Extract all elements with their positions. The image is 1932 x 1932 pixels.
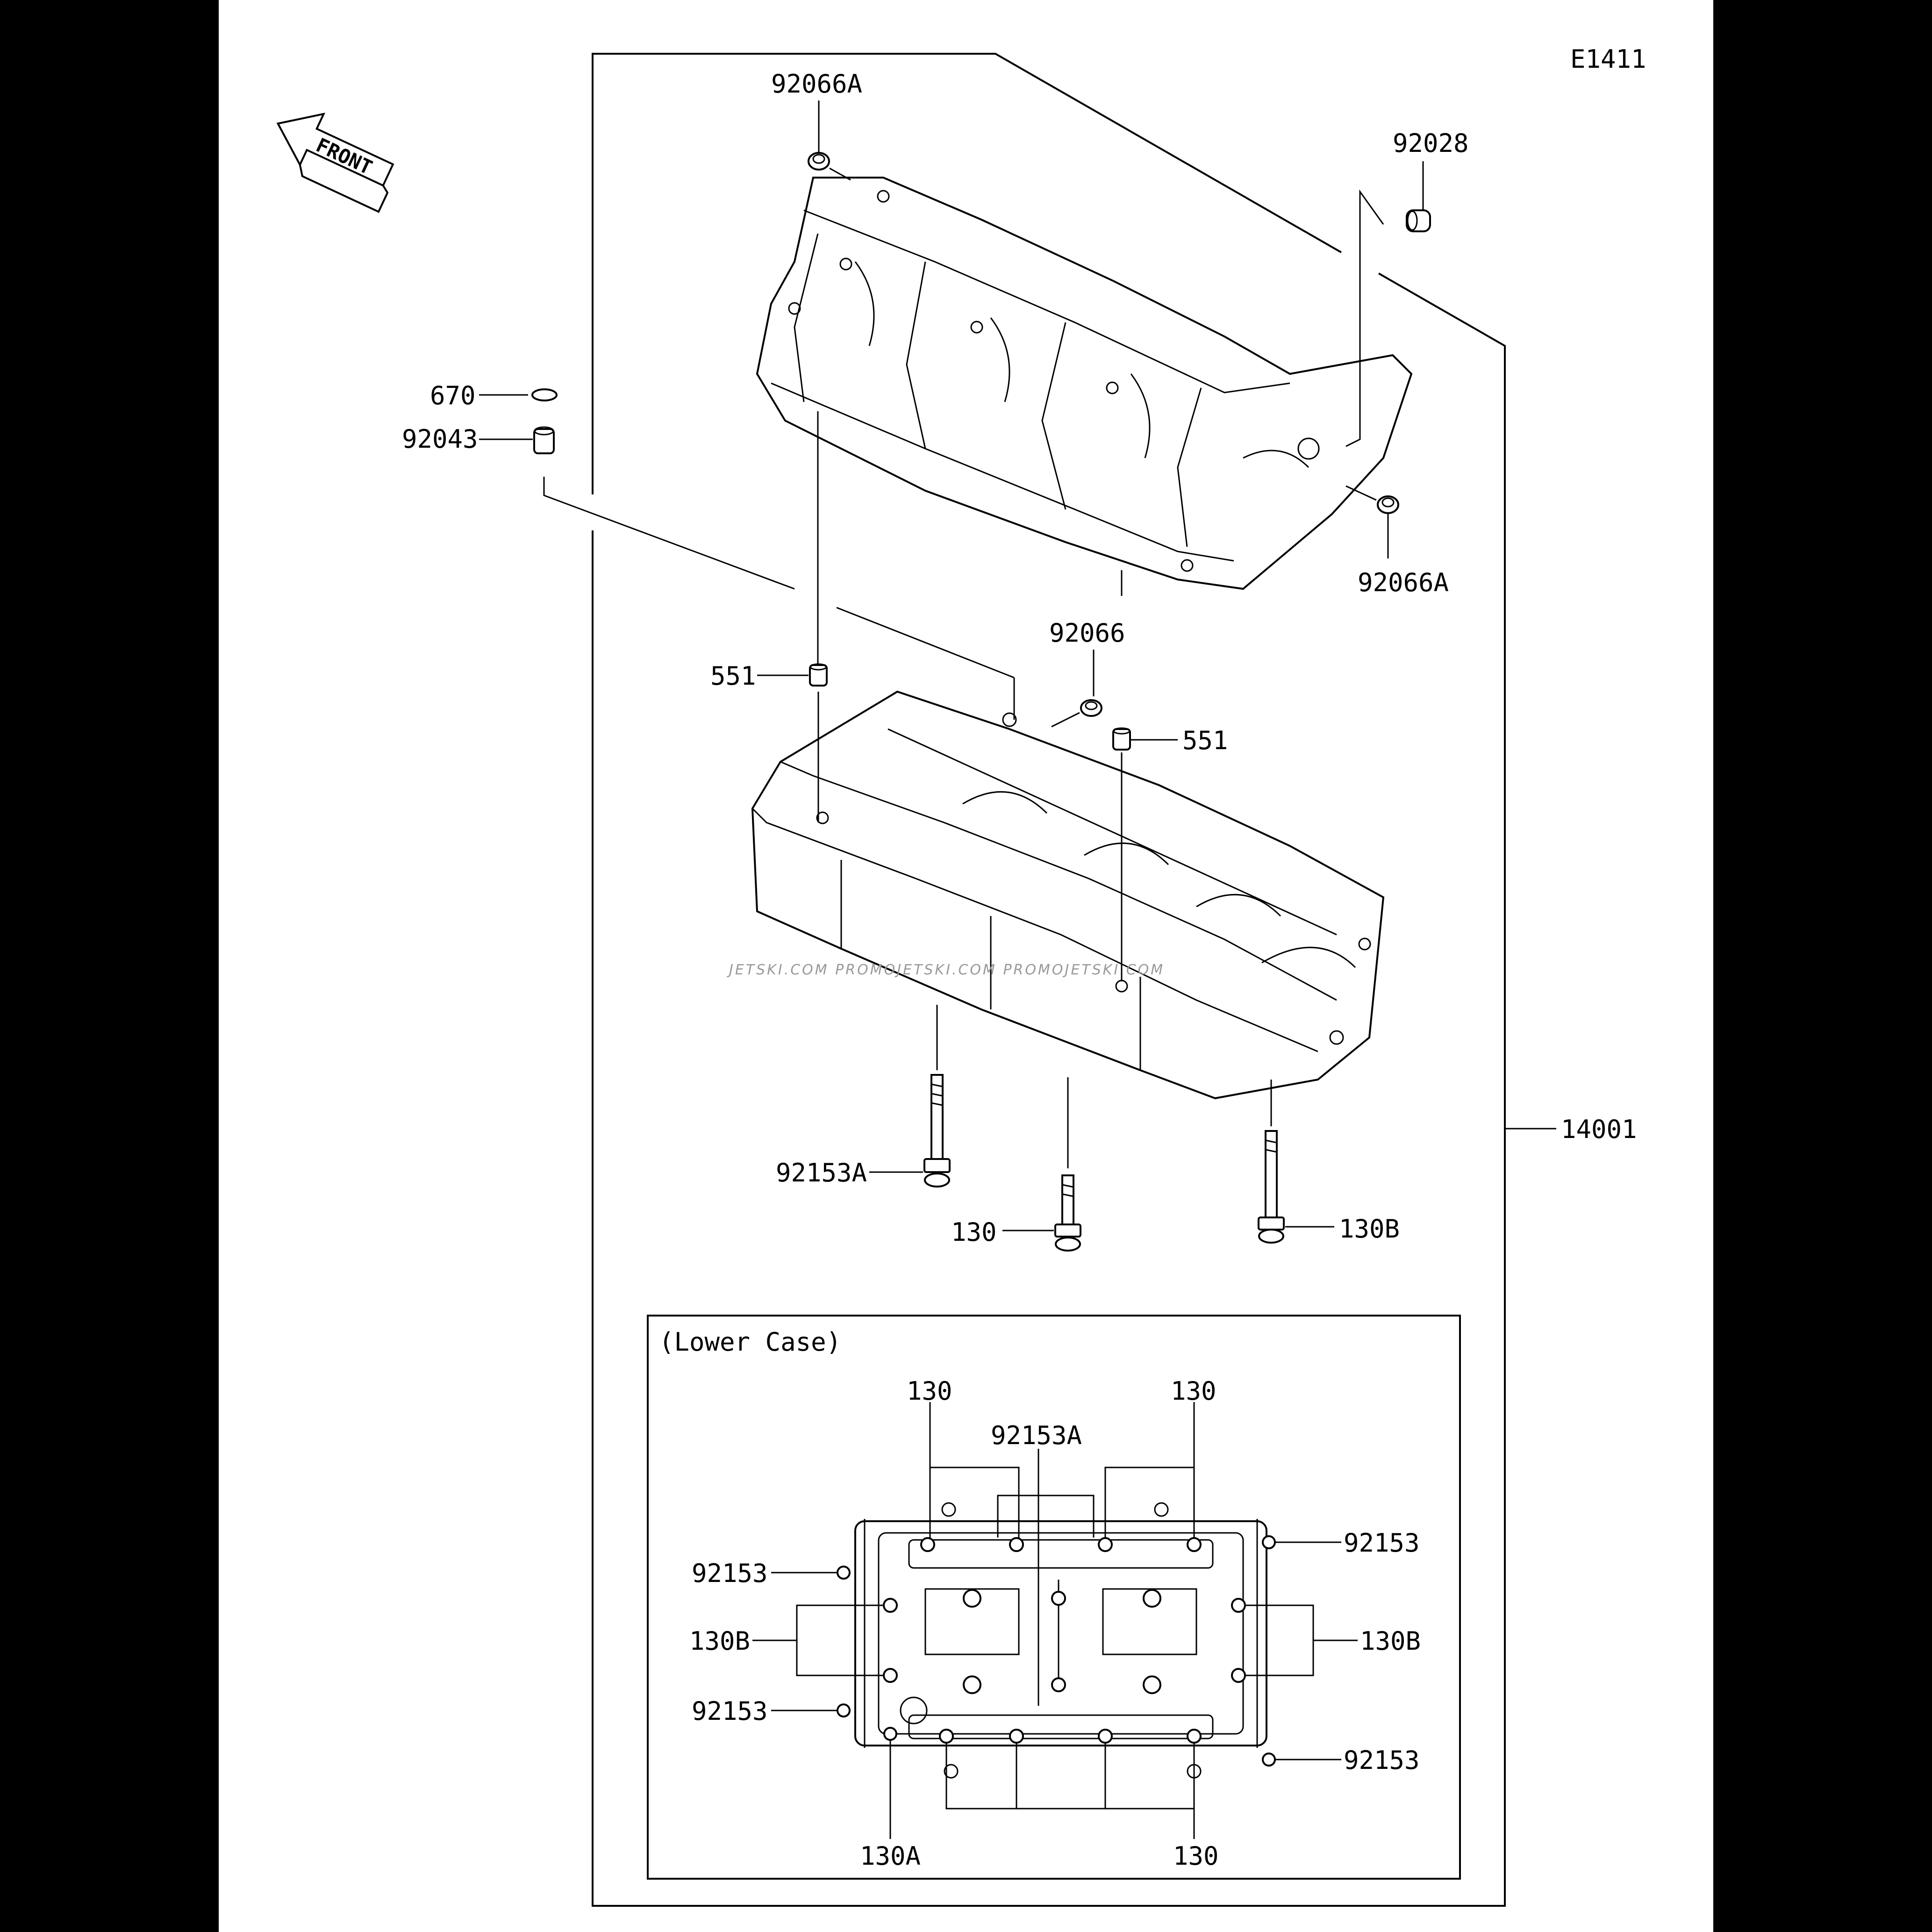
inset-frame	[647, 1315, 1461, 1880]
label-14001[interactable]: 14001	[1561, 1115, 1637, 1144]
assembly-bracket-right	[592, 272, 1506, 1907]
front-arrow-icon: FRONT	[276, 113, 394, 213]
inset-label-130-top-right[interactable]: 130	[1171, 1376, 1216, 1406]
part-92028-dowel	[1406, 209, 1431, 232]
label-551-right[interactable]: 551	[1182, 726, 1228, 755]
inset-label-92153-left-top[interactable]: 92153	[692, 1559, 768, 1588]
part-551-left-dowel	[809, 663, 828, 687]
front-arrow-label: FRONT	[313, 133, 376, 179]
label-92066A-right[interactable]: 92066A	[1358, 568, 1449, 597]
label-130[interactable]: 130	[951, 1217, 997, 1247]
inset-leaders	[752, 1402, 1358, 1839]
label-92153A[interactable]: 92153A	[776, 1158, 867, 1188]
label-130B[interactable]: 130B	[1339, 1214, 1400, 1244]
part-551-right-dowel	[1112, 727, 1131, 751]
lower-case-bottom-view	[854, 1502, 1267, 1779]
diagram-code: E1411	[1570, 44, 1646, 74]
part-92153A-bolt	[923, 1074, 951, 1188]
assembly-bracket	[592, 53, 1342, 494]
inset-label-130A[interactable]: 130A	[860, 1841, 921, 1871]
label-92066[interactable]: 92066	[1049, 618, 1125, 648]
lower-crankcase	[751, 690, 1385, 1100]
part-92043-dowel-pin	[533, 426, 555, 454]
part-92066A-right-grommet	[1377, 495, 1399, 514]
label-92043[interactable]: 92043	[402, 424, 478, 454]
inset-label-130B-left[interactable]: 130B	[689, 1626, 750, 1656]
inset-label-130-bottom[interactable]: 130	[1173, 1841, 1219, 1871]
inset-label-130-top-left[interactable]: 130	[907, 1376, 952, 1406]
part-92066-grommet	[1080, 699, 1102, 717]
label-551-left[interactable]: 551	[710, 661, 756, 691]
inset-label-92153-right-bottom[interactable]: 92153	[1344, 1746, 1420, 1775]
inset-label-92153A[interactable]: 92153A	[991, 1421, 1082, 1450]
part-92066A-top-grommet	[808, 152, 830, 171]
label-92028[interactable]: 92028	[1393, 129, 1469, 158]
label-670[interactable]: 670	[430, 381, 476, 410]
label-92066A-top[interactable]: 92066A	[771, 69, 862, 99]
upper-crankcase	[756, 177, 1413, 596]
part-130B-bolt	[1258, 1130, 1285, 1244]
inset-label-92153-right-top[interactable]: 92153	[1344, 1528, 1420, 1558]
part-130-bolt	[1054, 1174, 1081, 1252]
inset-title: (Lower Case)	[659, 1327, 841, 1357]
watermark: JETSKI.COM PROMOJETSKI.COM PROMOJETSKI.C…	[727, 962, 1165, 978]
inset-label-130B-right[interactable]: 130B	[1360, 1626, 1421, 1656]
inset-label-92153-left-bottom[interactable]: 92153	[692, 1696, 768, 1726]
inset-bolt-heads	[837, 1535, 1276, 1767]
part-670-o-ring	[531, 388, 558, 401]
